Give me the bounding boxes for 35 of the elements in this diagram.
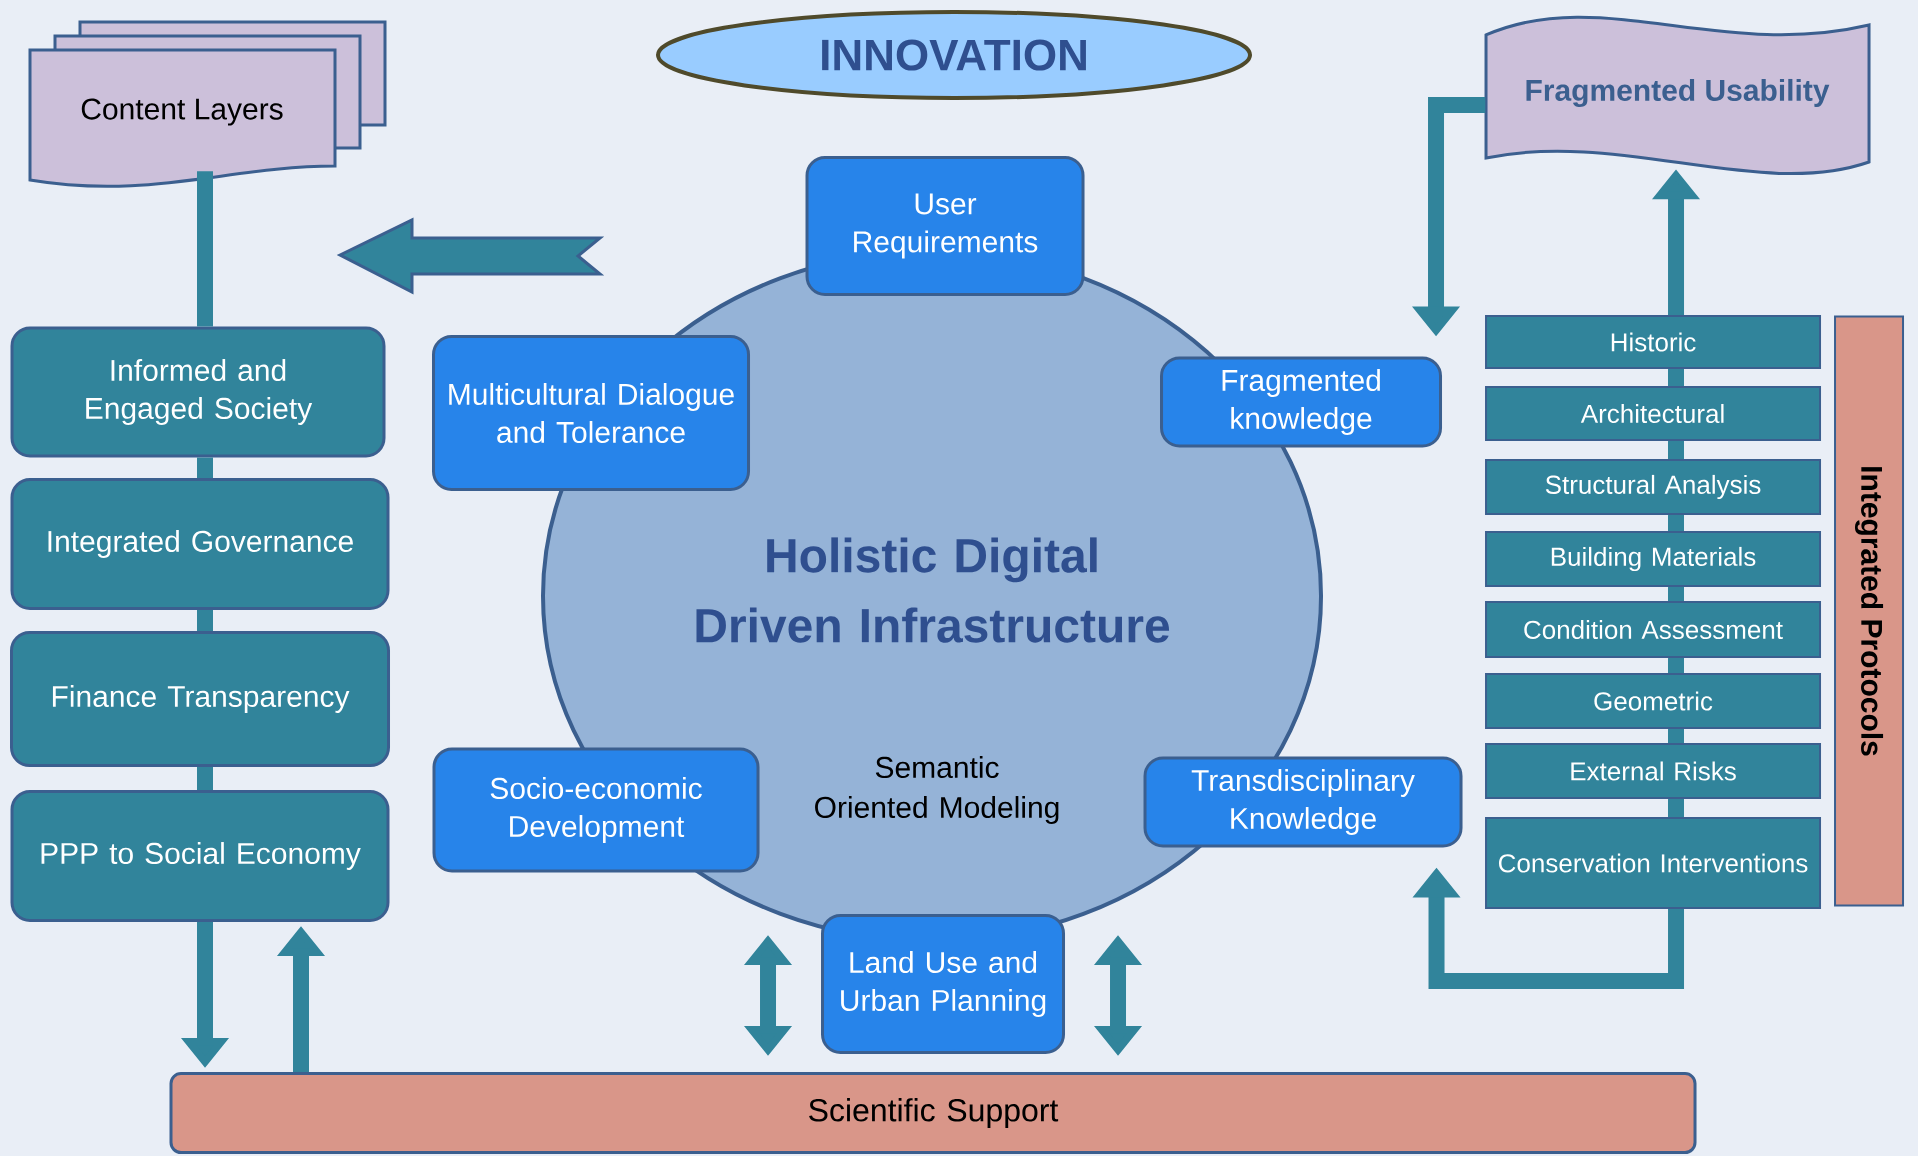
circle-title: Holistic Digital Driven Infrastructure <box>696 537 1170 643</box>
banner: Fragmented Usability <box>1484 15 1871 175</box>
concept-box: Transdisciplinary Knowledge <box>1143 756 1463 848</box>
list-bar: Geometric <box>1485 673 1822 729</box>
topic-box: Informed and Engaged Society <box>10 326 386 458</box>
connector-bar <box>197 171 213 327</box>
connector-bar <box>197 457 213 478</box>
concept-box: Land Use and Urban Planning <box>821 914 1065 1054</box>
connector-bar <box>1668 799 1685 817</box>
connector-bar <box>197 767 213 790</box>
connector-bar <box>1668 515 1685 531</box>
connector-bar <box>1668 587 1685 601</box>
concept-box: Fragmented knowledge <box>1160 356 1442 448</box>
topic-box: Integrated Governance <box>10 478 390 610</box>
list-bar: Building Materials <box>1485 531 1822 587</box>
list-bar: External Risks <box>1485 743 1822 799</box>
document-stack: Content Layers <box>28 20 387 188</box>
list-bar: Architectural <box>1485 386 1822 441</box>
support-bar: Scientific Support <box>169 1072 1697 1154</box>
connector-bar <box>1668 658 1685 673</box>
list-bar: Condition Assessment <box>1485 601 1822 658</box>
topic-box: Finance Transparency <box>10 631 390 767</box>
list-bar: Conservation Interventions <box>1485 817 1822 909</box>
concept-box: Socio-economic Development <box>432 747 760 873</box>
connector-bar <box>1668 441 1685 459</box>
list-bar: Structural Analysis <box>1485 459 1822 515</box>
list-bar: Historic <box>1485 315 1822 369</box>
concept-box: User Requirements <box>805 156 1085 296</box>
side-bar: Integrated Protocols <box>1834 315 1905 907</box>
circle-label: Semantic Oriented Modeling <box>815 756 1059 824</box>
concept-box: Multicultural Dialogue and Tolerance <box>432 335 750 491</box>
topic-box: PPP to Social Economy <box>10 790 390 922</box>
connector-bar <box>197 610 213 631</box>
connector-bar <box>1668 729 1685 743</box>
connector-bar <box>1668 369 1685 386</box>
